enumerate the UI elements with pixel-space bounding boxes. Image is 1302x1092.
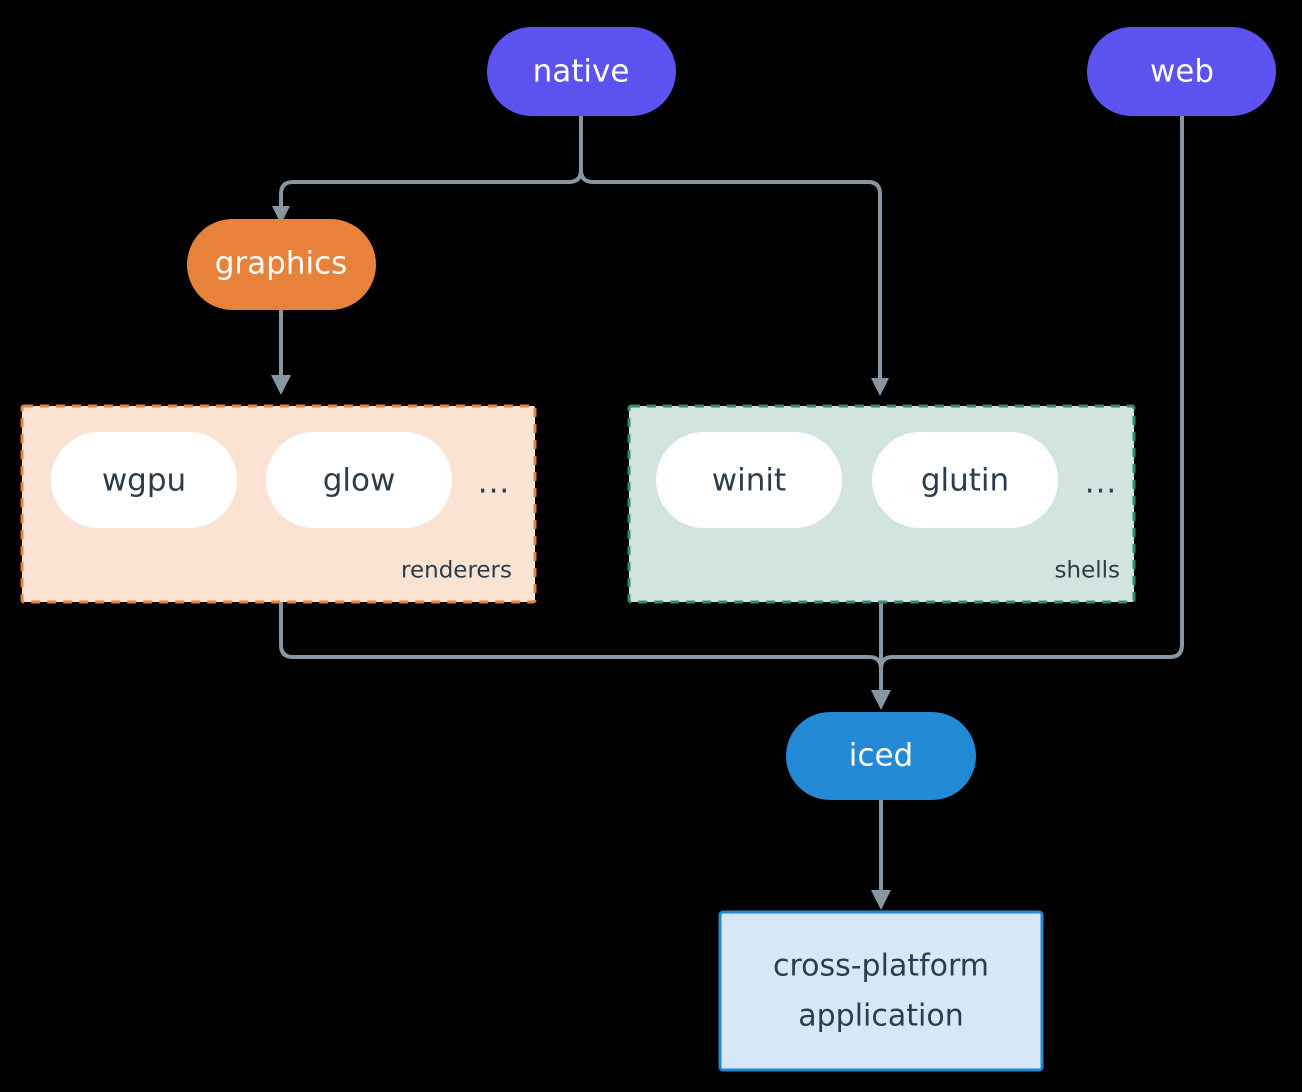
edge-native-to-graphics bbox=[279, 116, 583, 208]
arrowhead-iced-to-application bbox=[871, 890, 891, 910]
edge-web-to-iced bbox=[879, 116, 1184, 690]
shells-group-tag: shells bbox=[1055, 558, 1120, 584]
node-graphics-shape[interactable] bbox=[187, 219, 376, 310]
arrowhead-merge-to-iced bbox=[871, 690, 891, 710]
node-iced-shape[interactable] bbox=[786, 712, 976, 800]
node-iced-label: iced bbox=[849, 738, 913, 774]
shell-pill-winit-label: winit bbox=[712, 463, 786, 499]
renderer-pill-wgpu-label: wgpu bbox=[102, 463, 186, 499]
shell-pill-winit[interactable] bbox=[656, 432, 842, 528]
group-renderers[interactable]: wgpu glow ... renderers bbox=[20, 404, 537, 604]
node-iced[interactable]: iced bbox=[786, 712, 976, 800]
node-graphics[interactable]: graphics bbox=[187, 219, 376, 310]
shell-pill-glutin[interactable] bbox=[872, 432, 1058, 528]
node-graphics-label: graphics bbox=[215, 246, 348, 282]
node-application-label-line-1: cross-platform bbox=[773, 949, 989, 984]
edge-native-to-shells bbox=[579, 169, 882, 378]
node-web[interactable]: web bbox=[1087, 27, 1276, 116]
node-native[interactable]: native bbox=[487, 27, 676, 116]
node-native-shape[interactable] bbox=[487, 27, 676, 116]
arrowhead-native-to-shells bbox=[871, 378, 889, 396]
shells-more-ellipsis: ... bbox=[1085, 465, 1118, 501]
node-native-label: native bbox=[533, 54, 630, 90]
shell-pill-glutin-label: glutin bbox=[921, 463, 1009, 499]
node-application[interactable]: cross-platform application bbox=[718, 910, 1044, 1072]
node-application-shape[interactable] bbox=[718, 910, 1044, 1072]
node-application-label-line-2: application bbox=[798, 999, 963, 1034]
renderers-group-tag: renderers bbox=[401, 558, 512, 584]
group-shells[interactable]: winit glutin ... shells bbox=[627, 404, 1136, 604]
node-web-shape[interactable] bbox=[1087, 27, 1276, 116]
renderer-pill-glow[interactable] bbox=[266, 432, 452, 528]
arrowhead-graphics-to-renderers bbox=[271, 375, 291, 395]
edge-renderers-to-iced bbox=[279, 601, 883, 690]
renderer-pill-glow-label: glow bbox=[323, 463, 396, 499]
renderer-pill-wgpu[interactable] bbox=[51, 432, 237, 528]
renderers-more-ellipsis: ... bbox=[478, 465, 511, 501]
node-web-label: web bbox=[1150, 54, 1214, 90]
arrowhead-native-to-graphics bbox=[272, 206, 290, 224]
edge-layer bbox=[271, 116, 1184, 910]
